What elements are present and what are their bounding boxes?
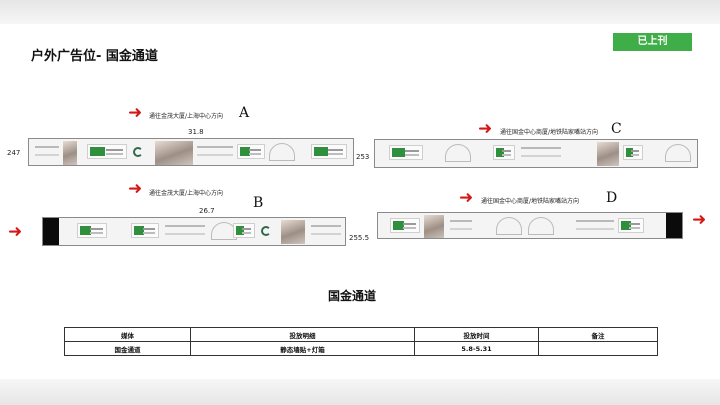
text-block — [311, 225, 341, 235]
media-schedule-table: 媒体 投放明细 投放时间 备注 国金通道 静态墙贴+灯箱 5.8-5.31 — [64, 327, 658, 356]
text-block — [197, 146, 233, 156]
wall-panel-c — [374, 139, 698, 168]
dome-graphic — [528, 217, 554, 235]
text-block — [450, 220, 472, 230]
lightbox-ad — [623, 145, 643, 160]
dome-graphic — [665, 144, 691, 162]
poster-image — [424, 215, 444, 238]
column-header: 投放明细 — [190, 327, 415, 342]
lightbox-ad — [87, 144, 127, 159]
table-cell: 5.8-5.31 — [414, 341, 539, 356]
lightbox-ad — [237, 144, 265, 159]
direction-arrow-d-icon: ➜ — [459, 188, 474, 208]
wall-panel-d — [377, 212, 683, 239]
direction-label-d: 通往国金中心商厦/地铁陆家嘴站方向 — [481, 198, 580, 205]
direction-label-c: 通往国金中心商厦/地铁陆家嘴站方向 — [500, 129, 599, 136]
text-block — [165, 225, 205, 235]
panel-letter-a: A — [239, 105, 250, 121]
status-badge: 已上刊 — [613, 33, 692, 51]
brand-logo-icon — [133, 147, 143, 157]
lightbox-ad — [131, 223, 159, 238]
dome-graphic — [496, 217, 522, 235]
brand-logo-icon — [261, 226, 271, 236]
text-block — [576, 220, 614, 230]
poster-image — [63, 141, 77, 165]
wall-panel-b — [42, 217, 346, 246]
dome-graphic — [269, 143, 295, 161]
text-block — [35, 146, 59, 156]
direction-arrow-a-icon: ➜ — [128, 103, 143, 123]
height-label-a-right: 253 — [356, 153, 370, 161]
bottom-band — [0, 379, 720, 405]
height-label-b-right: 255.5 — [349, 234, 370, 242]
column-header: 备注 — [538, 327, 658, 342]
panel-letter-c: C — [611, 121, 622, 137]
width-label-b: 26.7 — [199, 207, 215, 215]
lightbox-ad — [233, 223, 255, 238]
height-label-a-left: 247 — [7, 149, 21, 157]
wall-panel-a — [28, 138, 354, 166]
dome-graphic — [445, 144, 471, 162]
poster-image — [597, 142, 619, 166]
table-cell: 国金通道 — [64, 341, 191, 356]
lightbox-ad — [390, 218, 420, 233]
column-header: 媒体 — [64, 327, 191, 342]
column-header: 投放时间 — [414, 327, 539, 342]
lightbox-ad — [493, 145, 515, 160]
entrance-arrow-right-icon: ➜ — [692, 210, 707, 230]
black-end-cap — [43, 218, 59, 245]
table-cell: 静态墙贴+灯箱 — [190, 341, 415, 356]
section-title: 国金通道 — [328, 289, 377, 303]
table-header-row: 媒体 投放明细 投放时间 备注 — [64, 327, 658, 342]
slide-title: 户外广告位- 国金通道 — [31, 49, 158, 64]
top-band — [0, 0, 720, 24]
direction-label-a: 通往金茂大厦/上海中心方向 — [149, 113, 224, 120]
direction-label-b: 通往金茂大厦/上海中心方向 — [149, 190, 224, 197]
black-end-cap — [666, 213, 682, 238]
table-row: 国金通道 静态墙贴+灯箱 5.8-5.31 — [64, 341, 658, 356]
text-block — [521, 147, 561, 157]
entrance-arrow-left-icon: ➜ — [8, 222, 23, 242]
lightbox-ad — [389, 145, 423, 160]
lightbox-ad — [618, 218, 644, 233]
panel-letter-d: D — [606, 190, 618, 206]
lightbox-ad — [311, 144, 347, 159]
direction-arrow-c-icon: ➜ — [478, 119, 493, 139]
lightbox-ad — [77, 223, 107, 238]
panel-letter-b: B — [253, 195, 264, 211]
poster-image — [155, 141, 193, 165]
direction-arrow-b-icon: ➜ — [128, 179, 143, 199]
width-label-a: 31.8 — [188, 128, 204, 136]
poster-image — [281, 220, 305, 244]
table-cell — [538, 341, 658, 356]
